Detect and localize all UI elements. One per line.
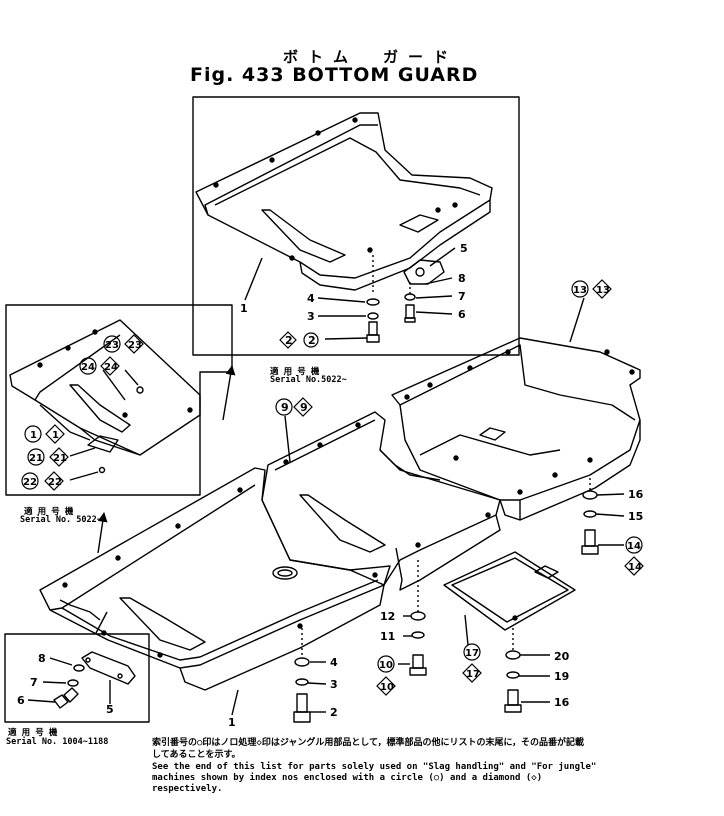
bottom-left-serial: Serial No. 1004~1188 xyxy=(6,737,109,747)
callout-3-top: 3 xyxy=(307,310,315,323)
middle-guard-part-9 xyxy=(261,411,501,591)
svg-text:17: 17 xyxy=(465,648,479,659)
callout-10-main: 10 10 xyxy=(376,655,396,696)
svg-text:14: 14 xyxy=(627,541,641,552)
top-detail-frame xyxy=(192,96,520,356)
callout-14-main: 14 14 xyxy=(624,536,644,576)
callout-20-main: 20 xyxy=(554,650,570,663)
callout-17-main: 17 17 xyxy=(462,643,482,683)
callout-3-main: 3 xyxy=(330,678,338,691)
lockwasher-3 xyxy=(367,312,379,320)
callout-2-top: 2 2 xyxy=(279,331,319,349)
callout-1-top: 1 xyxy=(240,302,248,315)
figure-title: Fig. 433 BOTTOM GUARD xyxy=(190,64,479,86)
callout-16-main-b: 16 xyxy=(554,696,570,709)
callout-7-bl: 7 xyxy=(30,676,38,689)
callout-2-main: 2 xyxy=(330,706,338,719)
svg-text:14: 14 xyxy=(628,562,642,573)
callout-24-left: 24 24 xyxy=(79,356,120,376)
callout-labels: 1 4 3 2 2 5 8 7 6 23 23 24 xyxy=(17,242,644,729)
bolt-2-main xyxy=(296,693,308,713)
callout-1-left: 1 1 xyxy=(24,424,65,444)
callout-6-bl: 6 xyxy=(17,694,25,707)
svg-text:17: 17 xyxy=(466,669,480,680)
title-japanese: ボトム ガード xyxy=(283,48,459,66)
right-guard-part-13 xyxy=(391,337,641,521)
callout-4-main: 4 xyxy=(330,656,338,669)
callout-5-bl: 5 xyxy=(106,703,114,716)
svg-text:10: 10 xyxy=(379,660,393,671)
left-guard-part xyxy=(9,319,201,456)
top-guard-part xyxy=(195,112,493,291)
callout-23-left: 23 23 xyxy=(103,334,144,354)
bottom-left-detail-frame xyxy=(4,633,150,723)
bottom-left-serial-jp: 適 用 号 機 xyxy=(8,728,58,738)
callout-11-main: 11 xyxy=(380,630,395,643)
callout-16-main-a: 16 xyxy=(628,488,644,501)
svg-text:24: 24 xyxy=(104,362,118,373)
left-box-serial: Serial No. 5022~ xyxy=(20,515,102,525)
left-detail-frame xyxy=(5,304,233,496)
callout-9-main: 9 9 xyxy=(275,397,313,417)
top-box-serial-jp: 適 用 号 機 xyxy=(270,367,320,377)
callout-8-top: 8 xyxy=(458,272,466,285)
callout-12-main: 12 xyxy=(380,610,395,623)
footnote-en-line1: See the end of this list for parts solel… xyxy=(152,762,597,772)
footnote-en-line3: respectively. xyxy=(152,784,223,794)
callout-8-bl: 8 xyxy=(38,652,46,665)
svg-text:2: 2 xyxy=(285,334,293,347)
svg-text:23: 23 xyxy=(105,340,119,351)
callout-7-top: 7 xyxy=(458,290,466,303)
callout-22-left: 22 22 xyxy=(21,471,64,491)
svg-text:1: 1 xyxy=(52,430,59,441)
svg-text:2: 2 xyxy=(308,334,316,347)
svg-text:13: 13 xyxy=(596,285,610,296)
bolt-2 xyxy=(368,321,378,336)
svg-text:1: 1 xyxy=(30,430,37,441)
callout-1-main: 1 xyxy=(228,716,236,729)
callout-5-top: 5 xyxy=(460,242,468,255)
cover-plate-17 xyxy=(443,551,576,631)
bracket-21 xyxy=(87,435,119,453)
washer-4-main xyxy=(294,657,310,667)
svg-text:22: 22 xyxy=(23,477,37,488)
footnote-jp-line1: 索引番号の○印はノロ処理◇印はジャングル用部品として，標準部品の他にリストの末尾… xyxy=(152,738,585,748)
svg-text:22: 22 xyxy=(48,477,62,488)
callout-6-top: 6 xyxy=(458,308,466,321)
top-box-serial: Serial No.5022~ xyxy=(270,375,347,385)
svg-text:21: 21 xyxy=(53,453,67,464)
washer-4 xyxy=(366,298,380,306)
svg-text:23: 23 xyxy=(128,340,142,351)
footnote-en-line2: machines shown by index nos enclosed wit… xyxy=(152,773,543,783)
svg-text:9: 9 xyxy=(300,401,308,414)
svg-text:13: 13 xyxy=(573,285,587,296)
svg-text:21: 21 xyxy=(29,453,43,464)
main-guard-part-1 xyxy=(39,467,391,691)
left-box-serial-jp: 適 用 号 機 xyxy=(24,507,74,517)
svg-text:10: 10 xyxy=(380,682,394,693)
callout-21-left: 21 21 xyxy=(27,447,69,467)
bracket-5 xyxy=(81,651,136,685)
svg-text:9: 9 xyxy=(281,401,289,414)
footnote-jp-line2: してあることを示す。 xyxy=(152,750,241,760)
callout-4-top: 4 xyxy=(307,292,315,305)
callout-13-main: 13 13 xyxy=(571,279,612,299)
svg-text:24: 24 xyxy=(81,362,95,373)
callout-19-main: 19 xyxy=(554,670,569,683)
callout-15-main: 15 xyxy=(628,510,643,523)
